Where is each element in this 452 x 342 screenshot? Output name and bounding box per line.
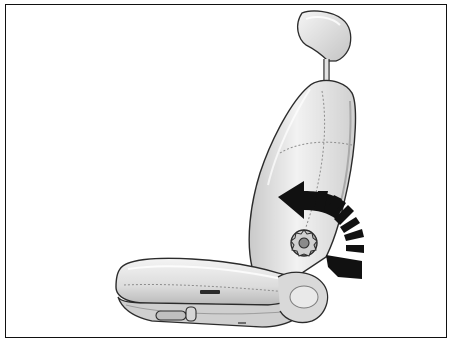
figure-frame	[5, 4, 447, 338]
headrest	[298, 11, 351, 83]
seat-illustration	[6, 5, 447, 338]
rotary-knob-icon	[291, 230, 317, 256]
